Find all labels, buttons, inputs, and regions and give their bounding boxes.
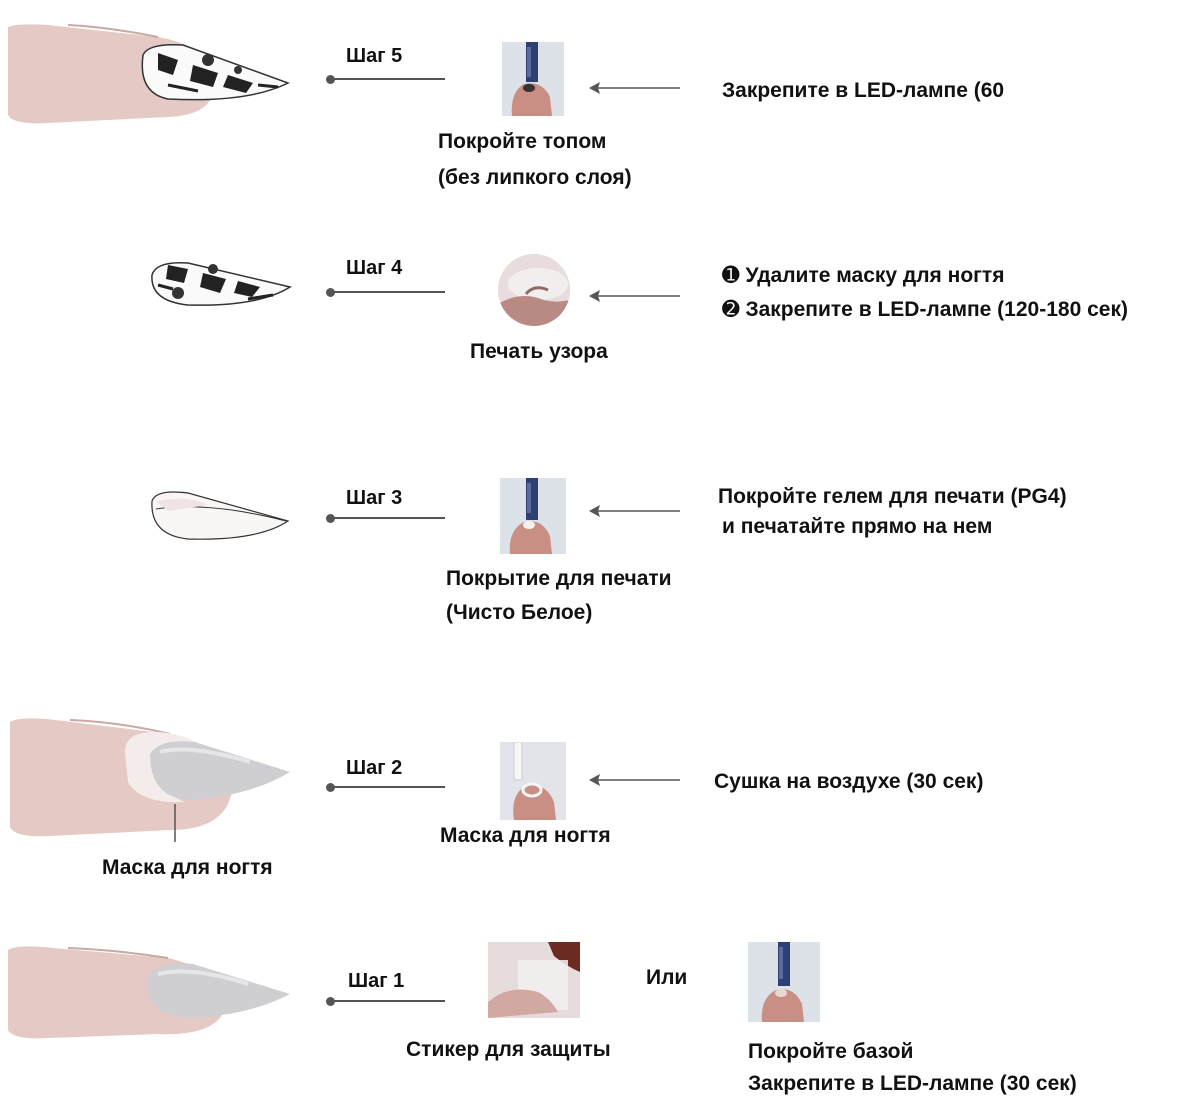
step2-connector-line xyxy=(330,786,445,788)
step5-photo xyxy=(502,42,564,116)
step4-instruction-2-text: Закрепите в LED-лампе (120-180 сек) xyxy=(745,298,1128,321)
step2-photo-caption: Маска для ногтя xyxy=(440,820,611,852)
step1-photo-caption: Стикер для защиты xyxy=(406,1034,611,1066)
step1-or-label: Или xyxy=(646,962,687,994)
step2-arrow-icon xyxy=(588,772,680,788)
step4-instruction-1: ➊ Удалите маску для ногтя xyxy=(722,260,1004,292)
step3-label: Шаг 3 xyxy=(346,487,402,510)
step3-instruction-2: и печатайте прямо на нем xyxy=(722,511,992,543)
step2-label: Шаг 2 xyxy=(346,757,402,780)
step3-connector-line xyxy=(330,517,445,519)
step3-photo xyxy=(500,478,566,554)
step3-photo-caption-2: (Чисто Белое) xyxy=(446,597,592,629)
step2-finger-illustration xyxy=(10,712,300,842)
step4-nail-illustration xyxy=(148,255,293,310)
step3-photo-caption-1: Покрытие для печати xyxy=(446,563,672,595)
step5-label: Шаг 5 xyxy=(346,45,402,68)
step1-alt-photo xyxy=(748,942,820,1022)
step4-arrow-icon xyxy=(588,288,680,304)
step4-connector-line xyxy=(330,291,445,293)
step1-finger-illustration xyxy=(8,940,298,1040)
step1-alt-caption-2: Закрепите в LED-лампе (30 сек) xyxy=(748,1068,1077,1100)
step5-instruction: Закрепите в LED-лампе (60 xyxy=(722,75,1004,107)
step3-arrow-icon xyxy=(588,503,680,519)
step1-sticker-photo xyxy=(488,942,580,1018)
step4-marker-1: ➊ xyxy=(722,264,740,287)
step3-instruction-1: Покройте гелем для печати (PG4) xyxy=(718,481,1067,513)
step5-photo-caption-1: Покройте топом xyxy=(438,126,606,158)
step2-photo xyxy=(500,742,566,820)
step5-connector-line xyxy=(330,78,445,80)
step4-instruction-1-text: Удалите маску для ногтя xyxy=(745,264,1004,287)
step1-label: Шаг 1 xyxy=(348,970,404,993)
step5-finger-illustration xyxy=(8,15,298,125)
step1-connector-line xyxy=(330,1000,445,1002)
step4-photo xyxy=(498,254,570,326)
step5-arrow-icon xyxy=(588,80,680,96)
step4-marker-2: ➋ xyxy=(722,298,740,321)
step5-photo-caption-2: (без липкого слоя) xyxy=(438,162,632,194)
step1-alt-caption-1: Покройте базой xyxy=(748,1036,913,1068)
step2-nail-callout: Маска для ногтя xyxy=(102,852,273,884)
step4-label: Шаг 4 xyxy=(346,257,402,280)
step2-instruction: Сушка на воздухе (30 сек) xyxy=(714,766,983,798)
step3-nail-illustration xyxy=(148,485,293,545)
step4-photo-caption: Печать узора xyxy=(470,336,608,368)
step4-instruction-2: ➋ Закрепите в LED-лампе (120-180 сек) xyxy=(722,294,1128,326)
